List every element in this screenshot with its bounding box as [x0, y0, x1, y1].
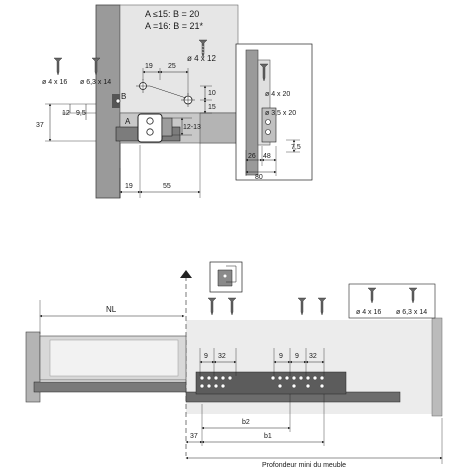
dim-b1: b1 — [264, 433, 272, 440]
front-lip — [199, 112, 239, 144]
formula-line-1: A ≤15: B = 20 — [145, 9, 199, 19]
drawer-front-block — [119, 4, 239, 114]
dim-26: 26 — [248, 153, 256, 160]
screw-label-3-5x20: ø 3,5 x 20 — [265, 110, 296, 117]
dim-37-left: 37 — [36, 122, 44, 129]
drawer-inner — [49, 339, 179, 377]
screw-label-4x12: ø 4 x 12 — [187, 54, 216, 63]
left-screws-group: ø 4 x 16 ø 6,3 x 14 — [42, 57, 111, 86]
dim-9-b: 9 — [279, 353, 283, 360]
dim-7-5: 7,5 — [291, 144, 301, 151]
dim-9-c: 9 — [295, 353, 299, 360]
dim-b2: b2 — [242, 419, 250, 426]
dim-10: 10 — [208, 90, 216, 97]
screw-legend-box — [348, 283, 436, 319]
front-arrow — [180, 270, 192, 278]
dim-48: 48 — [263, 153, 271, 160]
top-detail: A ≤15: B = 20 A =16: B = 21* ø 4 x 12 19… — [36, 4, 239, 199]
dim-55: 55 — [163, 183, 171, 190]
label-a: A — [125, 117, 131, 126]
runner-bracket — [261, 107, 277, 143]
screw-icon — [91, 57, 101, 76]
runner-drawer-part — [33, 381, 187, 393]
runner-mount-rail — [195, 371, 347, 395]
dim-15: 15 — [208, 104, 216, 111]
bracket-screw — [115, 98, 121, 104]
label-b: B — [121, 92, 126, 101]
legend-screw-4x16: ø 4 x 16 — [356, 309, 381, 316]
screw-icon — [198, 39, 208, 58]
screw-icon — [53, 57, 63, 76]
legend-screw-6-3x14: ø 6,3 x 14 — [396, 309, 427, 316]
side-detail: ø 4 x 20 ø 3,5 x 20 7,5 26 48 80 — [235, 43, 313, 181]
dim-37-bottom: 37 — [190, 433, 198, 440]
dim-12-13: 12-13 — [183, 124, 201, 131]
dim-nl: NL — [106, 305, 117, 314]
dim-25: 25 — [168, 63, 176, 70]
locking-device — [137, 113, 173, 143]
screw-icon — [408, 287, 418, 304]
screw-label-4x20: ø 4 x 20 — [265, 91, 290, 98]
dim-19-bottom: 19 — [125, 183, 133, 190]
screw-icon — [259, 63, 269, 82]
screw-label-4x16: ø 4 x 16 — [42, 79, 67, 86]
dim-19-top: 19 — [145, 63, 153, 70]
dim-9-5-left: 9,5 — [76, 110, 86, 117]
screw-icon — [227, 297, 237, 316]
bracket-icon — [209, 261, 243, 293]
dim-9-a: 9 — [204, 353, 208, 360]
screw-icon — [317, 297, 327, 316]
dim-12-left: 12 — [62, 110, 70, 117]
screw-icon — [367, 287, 377, 304]
screw-icon — [207, 297, 217, 316]
dim-80: 80 — [255, 174, 263, 181]
bottom-detail: NL ø 4 x 16 ø 6,3 x 14 — [25, 261, 443, 469]
dim-32-a: 32 — [218, 353, 226, 360]
formula-line-2: A =16: B = 21* — [145, 21, 204, 31]
depth-label: Profondeur mini du meuble — [262, 462, 346, 469]
dim-32-b: 32 — [309, 353, 317, 360]
runner-holes — [199, 375, 325, 389]
cabinet-back-panel — [431, 317, 443, 417]
screw-icon — [297, 297, 307, 316]
screw-label-6-3x14: ø 6,3 x 14 — [80, 79, 111, 86]
